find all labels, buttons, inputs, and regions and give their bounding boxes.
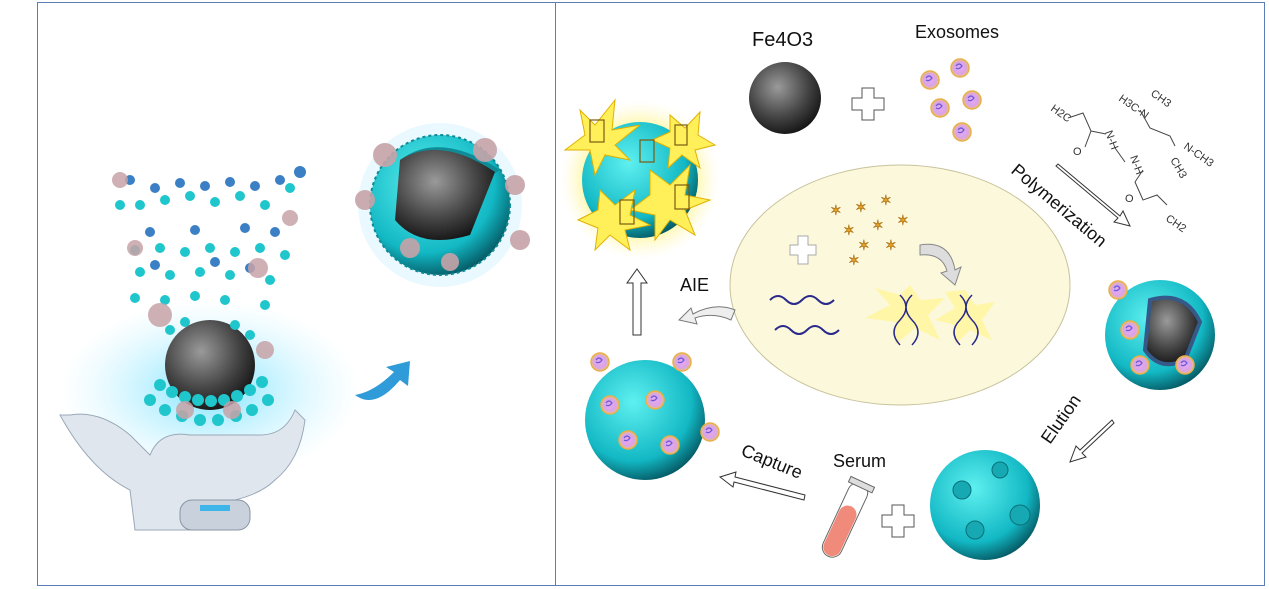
svg-text:CH3: CH3	[1167, 156, 1188, 181]
panel-divider	[555, 2, 556, 586]
arrow-capture	[718, 471, 806, 501]
svg-text:✶: ✶	[897, 212, 909, 228]
svg-text:N-H: N-H	[1102, 129, 1120, 152]
imprinted-nanoparticle	[355, 123, 530, 287]
left-illustration	[59, 123, 530, 531]
iron-oxide-sphere	[749, 62, 821, 134]
captured-exosome-sphere	[585, 352, 720, 480]
left-core-sphere	[165, 320, 255, 410]
arrow-up	[626, 268, 648, 336]
svg-text:N-H: N-H	[1127, 154, 1145, 177]
glowing-dna-helix	[865, 285, 995, 346]
aie-label: AIE	[680, 275, 709, 295]
svg-text:✶: ✶	[885, 237, 897, 253]
arrow-aie	[678, 306, 736, 325]
svg-text:O: O	[1073, 146, 1082, 158]
svg-text:H3C-N: H3C-N	[1116, 93, 1150, 122]
curved-arrow-icon	[355, 361, 410, 400]
serum-test-tube	[821, 475, 876, 558]
robot-hand-illustration	[59, 409, 306, 531]
central-aie-ellipse: ✶✶✶ ✶✶✶ ✶✶✶	[729, 164, 1071, 406]
svg-text:✶: ✶	[880, 192, 892, 208]
left-shell-beads	[144, 317, 274, 426]
imprinted-polymer-sphere	[1105, 280, 1215, 390]
serum-label: Serum	[833, 451, 886, 471]
dna-strands	[769, 295, 840, 335]
exosome-cluster	[920, 58, 982, 142]
iron-oxide-label: Fe4O3	[752, 29, 813, 51]
elution-label: Elution	[1037, 391, 1085, 448]
svg-text:✶: ✶	[872, 217, 884, 233]
plus-icon	[851, 87, 885, 121]
cavity-sphere	[930, 450, 1040, 560]
figure-frame	[37, 2, 1265, 586]
plus-icon	[789, 235, 817, 265]
arrow-polymerization	[1055, 163, 1131, 227]
svg-text:✶: ✶	[843, 222, 855, 238]
capture-label: Capture	[739, 440, 806, 483]
aie-molecule-stars: ✶✶✶ ✶✶✶ ✶✶✶	[830, 192, 909, 269]
svg-text:H2C: H2C	[1048, 103, 1073, 125]
svg-text:O: O	[1125, 193, 1134, 205]
curved-arrow-icon	[919, 243, 962, 286]
exosomes-label: Exosomes	[915, 22, 999, 42]
fluorescent-sphere	[560, 98, 720, 260]
svg-text:✶: ✶	[830, 202, 842, 218]
arrow-elution	[1069, 419, 1115, 463]
svg-text:CH3: CH3	[1148, 88, 1173, 110]
svg-text:✶: ✶	[855, 199, 867, 215]
plus-icon	[881, 504, 915, 538]
svg-text:✶: ✶	[848, 252, 860, 268]
floating-beads	[112, 166, 306, 419]
svg-text:N-CH3: N-CH3	[1181, 141, 1215, 170]
svg-text:✶: ✶	[858, 237, 870, 253]
svg-text:CH2: CH2	[1163, 213, 1188, 235]
